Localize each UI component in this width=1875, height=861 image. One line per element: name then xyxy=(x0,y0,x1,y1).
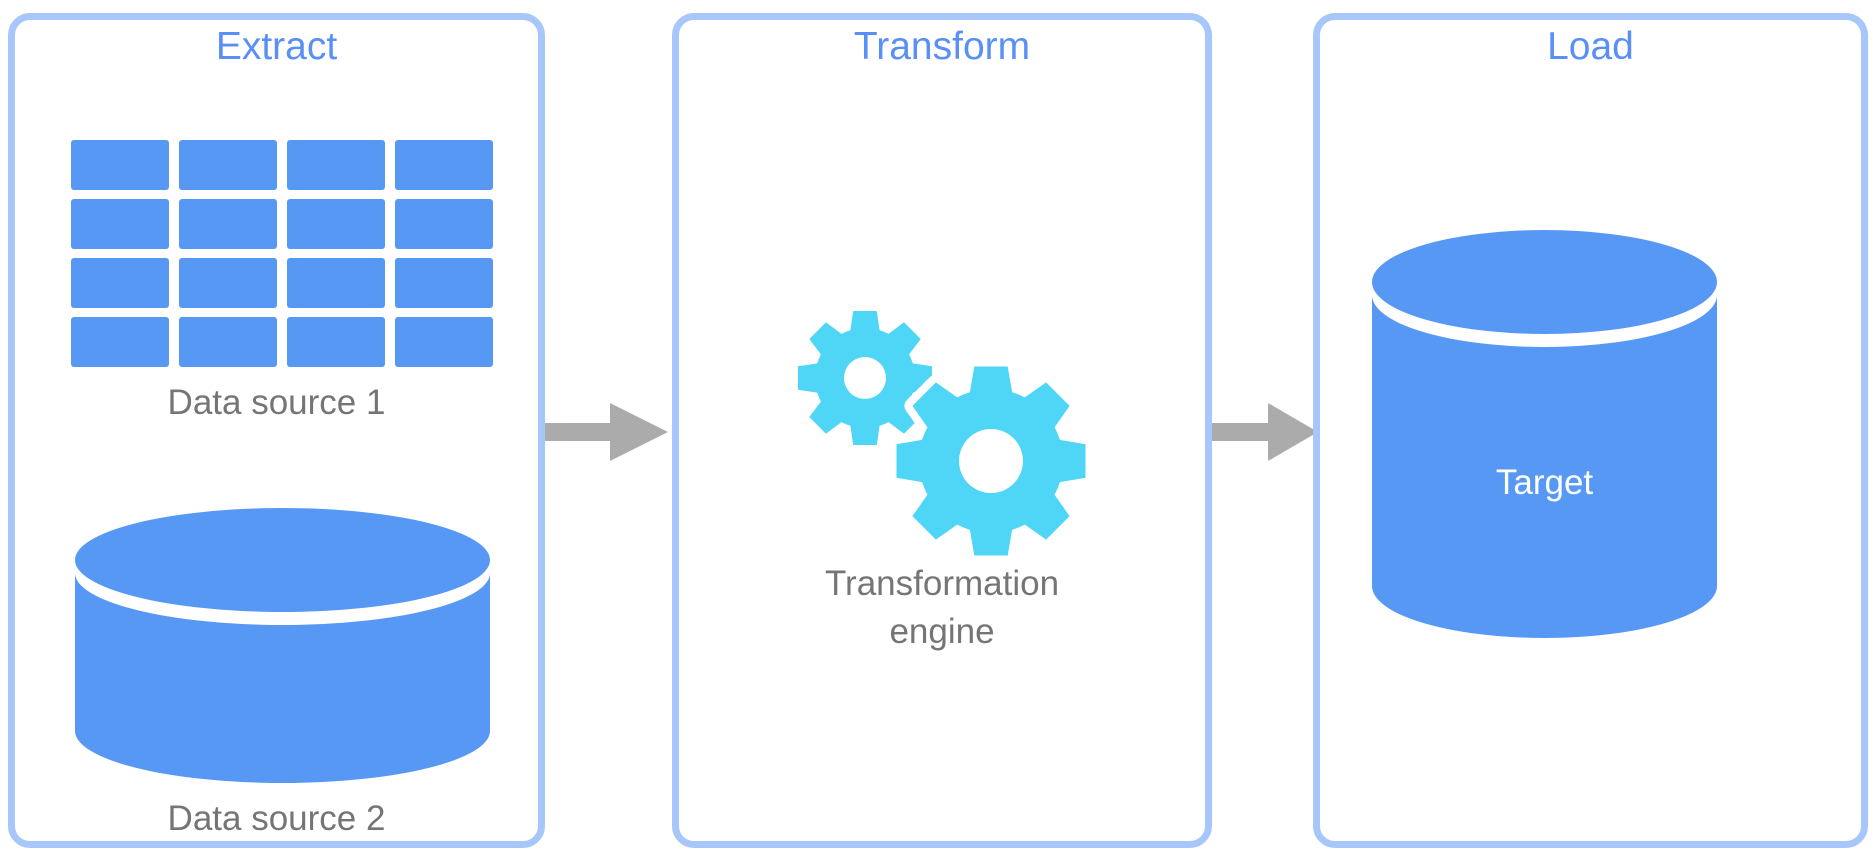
data-source-1-label: Data source 1 xyxy=(167,383,386,422)
table-cell xyxy=(395,199,493,249)
table-cell xyxy=(179,199,277,249)
target-database: Target xyxy=(1372,230,1717,638)
stage-panel-load: Load Target xyxy=(1313,13,1868,848)
cylinder-body xyxy=(75,573,490,783)
cylinder-body xyxy=(1372,295,1717,638)
table-cell xyxy=(71,258,169,308)
large-gear-hole xyxy=(959,429,1023,493)
arrow-right-icon xyxy=(545,403,668,461)
arrow-right-icon xyxy=(1212,403,1318,461)
cylinder-lid xyxy=(75,508,490,612)
table-cell xyxy=(287,258,385,308)
stage-title-extract: Extract xyxy=(215,25,338,68)
stage-title-load: Load xyxy=(1547,25,1634,68)
target-label: Target xyxy=(1495,463,1594,502)
cylinder-lid xyxy=(1372,230,1717,334)
table-icon xyxy=(71,140,493,367)
table-cell xyxy=(287,317,385,367)
stage-title-transform: Transform xyxy=(853,25,1031,68)
table-cell xyxy=(179,140,277,190)
table-cell xyxy=(287,140,385,190)
table-cell xyxy=(395,258,493,308)
table-cell xyxy=(71,317,169,367)
stage-panel-extract: Extract Data source 1 Data source 2 xyxy=(8,13,545,848)
database-cylinder-icon xyxy=(1372,230,1717,638)
table-cell xyxy=(395,140,493,190)
stage-panel-transform: Transform Transformation engine xyxy=(672,13,1212,848)
data-source-2-label: Data source 2 xyxy=(167,799,386,838)
table-cell xyxy=(287,199,385,249)
database-cylinder-icon xyxy=(75,508,490,783)
table-cell xyxy=(71,140,169,190)
table-cell xyxy=(179,258,277,308)
table-cell xyxy=(395,317,493,367)
table-cell xyxy=(179,317,277,367)
transformation-engine-label: Transformation engine xyxy=(824,564,1060,651)
gears-icon xyxy=(798,311,1094,564)
table-cell xyxy=(71,199,169,249)
small-gear-hole xyxy=(844,357,886,399)
